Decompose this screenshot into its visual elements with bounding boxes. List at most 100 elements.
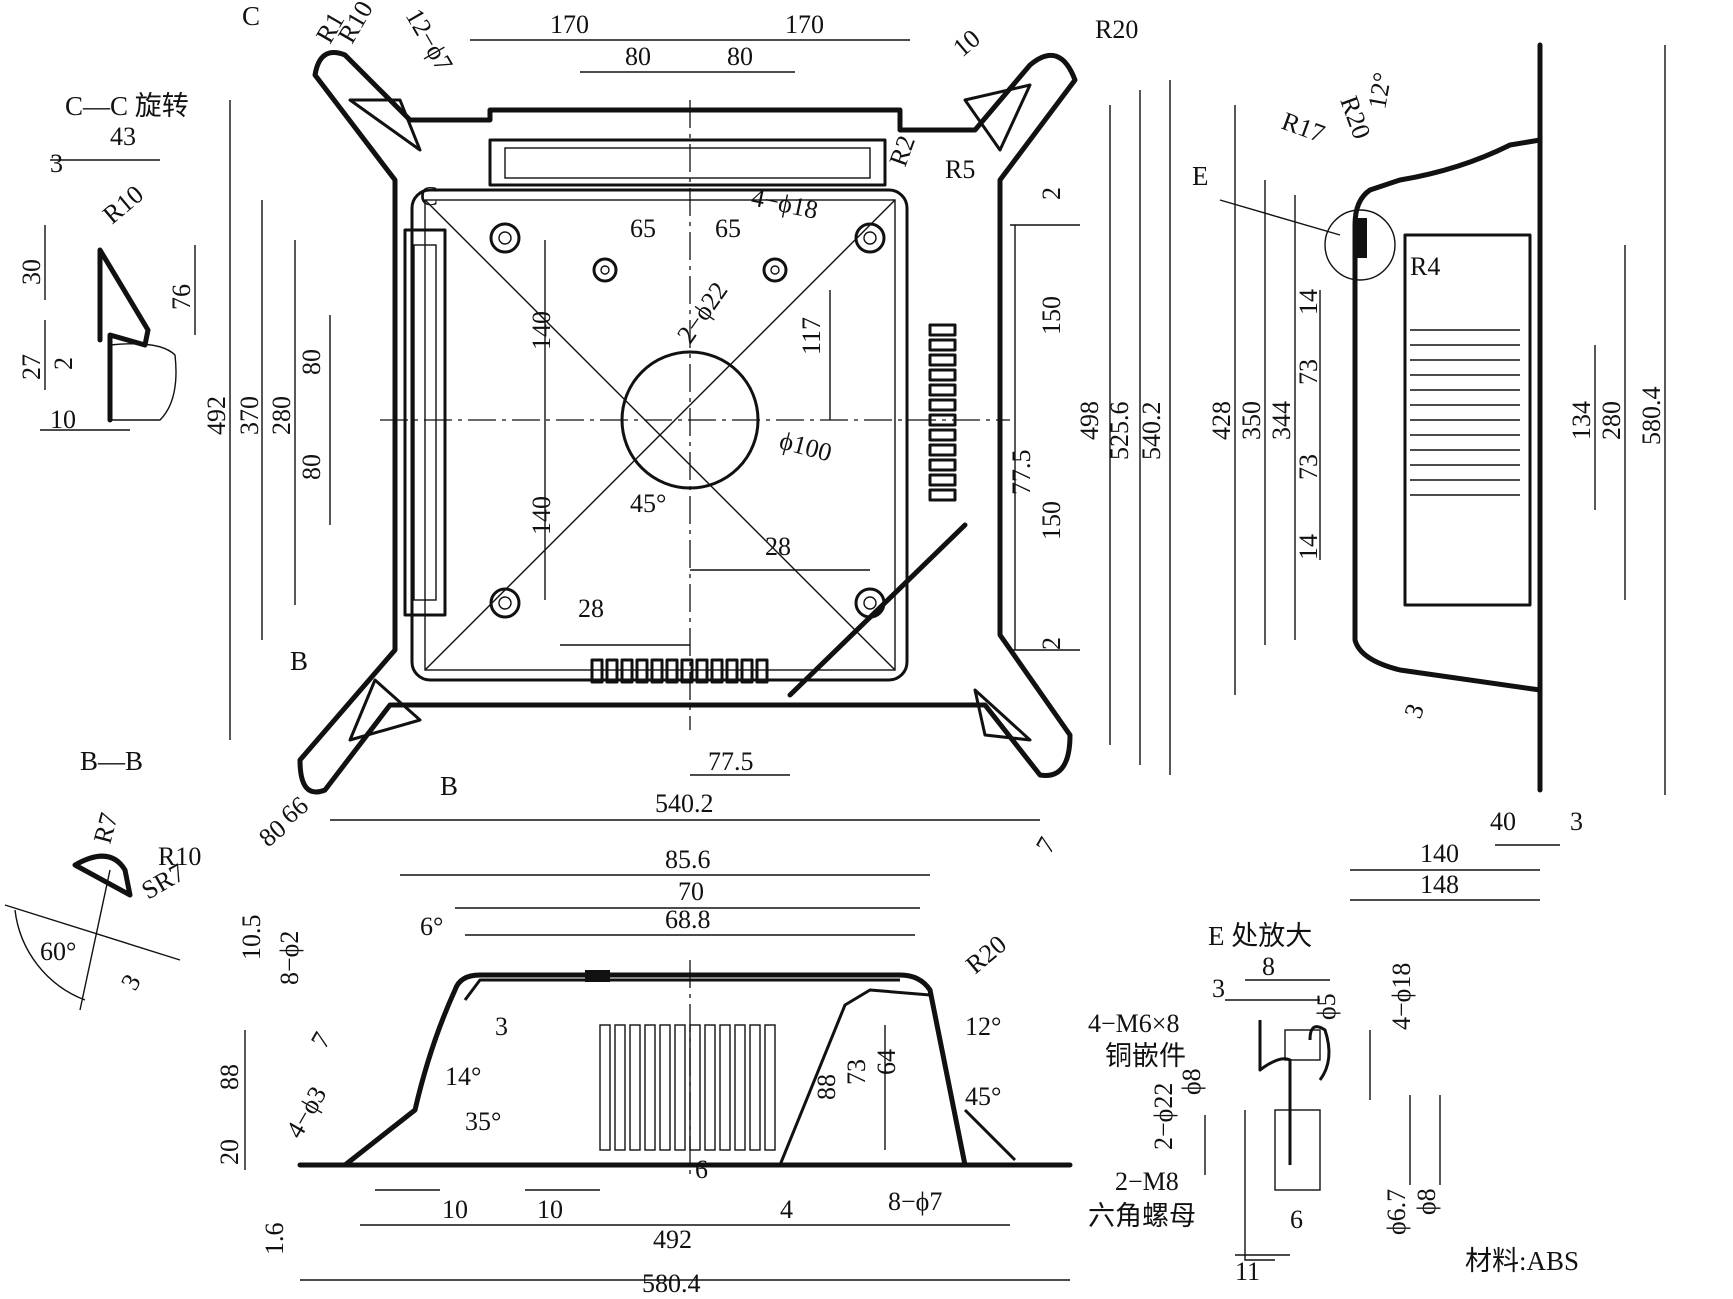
e-m8: 2−M8 (1115, 1167, 1179, 1196)
e-2-holes: 2−ϕ22 (1149, 1083, 1178, 1150)
side-3: 3 (1398, 700, 1430, 722)
front-14deg: 14° (445, 1062, 481, 1091)
cc-76: 76 (167, 284, 196, 310)
right-slots (928, 323, 957, 502)
e-m6: 4−M6×8 (1088, 1009, 1179, 1038)
dim-phi100: ϕ100 (776, 426, 834, 468)
dim-r5: R5 (945, 155, 975, 184)
cc-3: 3 (50, 149, 63, 178)
plan-view (229, 39, 1171, 821)
cc-10: 10 (50, 405, 76, 434)
side-r17: R17 (1278, 106, 1329, 148)
front-6deg: 6° (420, 912, 443, 941)
section-c-inner: C (420, 181, 438, 211)
bb-3: 3 (115, 969, 147, 995)
section-e-mark: E (1192, 161, 1209, 191)
side-fins (1410, 329, 1520, 496)
dim-45deg: 45° (630, 489, 666, 518)
dim-150a: 150 (1037, 296, 1066, 335)
bb-title: B—B (80, 746, 143, 776)
side-12deg: 12° (1362, 70, 1397, 111)
front-r20: R20 (960, 930, 1012, 980)
section-b-right: B (440, 771, 458, 801)
dim-170a: 170 (550, 10, 589, 39)
e-3: 3 (1212, 974, 1225, 1003)
bb-r10: R10 (158, 842, 201, 871)
bb-60deg: 60° (40, 937, 76, 966)
side-280: 280 (1597, 401, 1626, 440)
dim-80d: 80 (297, 454, 326, 480)
front-70: 70 (678, 877, 704, 906)
side-344: 344 (1267, 401, 1296, 440)
front-10a: 10 (442, 1195, 468, 1224)
side-350: 350 (1237, 401, 1266, 440)
front-88b: 88 (812, 1074, 841, 1100)
side-580: 580.4 (1637, 387, 1666, 446)
bb-r7: R7 (88, 810, 124, 847)
front-688: 68.8 (665, 905, 711, 934)
front-16: 1.6 (260, 1223, 289, 1256)
section-b-left: B (290, 646, 308, 676)
front-7: 7 (305, 1027, 337, 1053)
dim-65a: 65 (630, 214, 656, 243)
dim-540v: 540.2 (1137, 402, 1166, 461)
side-14b: 14 (1294, 534, 1323, 560)
dim-2-holes: 2−ϕ22 (671, 277, 733, 349)
dim-280: 280 (267, 396, 296, 435)
front-10b: 10 (537, 1195, 563, 1224)
dim-r20: R20 (1095, 15, 1138, 44)
cc-2: 2 (49, 357, 78, 370)
front-4-holes: 4−ϕ3 (280, 1081, 332, 1143)
material-note: 材料:ABS (1465, 1246, 1579, 1276)
dim-492: 492 (202, 396, 231, 435)
cc-title: C—C 旋转 (65, 91, 189, 121)
front-45deg: 45° (965, 1082, 1001, 1111)
cc-section: C—C 旋转 43 3 R10 30 76 27 2 10 (17, 91, 196, 434)
cc-27: 27 (17, 354, 46, 380)
dim-540h: 540.2 (655, 789, 714, 818)
front-20: 20 (215, 1139, 244, 1165)
front-105: 10.5 (237, 915, 266, 961)
side-134: 134 (1567, 401, 1596, 440)
front-64: 64 (872, 1049, 901, 1075)
dim-150b: 150 (1037, 501, 1066, 540)
front-view (244, 874, 1073, 1281)
e-detail-title: E 处放大 (1208, 921, 1312, 951)
bb-section: B—B R7 R10 SR7 60° 3 (4, 746, 201, 1011)
dim-80b: 80 (727, 42, 753, 71)
dim-80c: 80 (297, 349, 326, 375)
dim-498: 498 (1075, 401, 1104, 440)
dim-12-holes: 12−ϕ7 (400, 4, 459, 77)
e-detail: E 处放大 8 3 ϕ5 4−ϕ18 4−M6×8 铜嵌件 ϕ8 2−ϕ22 2… (1088, 921, 1441, 1286)
e-insert-label: 铜嵌件 (1105, 1041, 1186, 1071)
side-view (1219, 42, 1666, 901)
bottom-slots (590, 658, 769, 684)
side-148: 148 (1420, 870, 1459, 899)
cc-30: 30 (17, 259, 46, 285)
dim-170b: 170 (785, 10, 824, 39)
e-11: 11 (1235, 1257, 1260, 1286)
front-3: 3 (495, 1012, 508, 1041)
e-phi8a: ϕ8 (1177, 1068, 1206, 1095)
side-140: 140 (1420, 839, 1459, 868)
dim-140a: 140 (527, 311, 556, 350)
dim-r2: R2 (883, 132, 921, 170)
front-dimensions: 85.6 70 68.8 6° 10.5 8−ϕ2 R20 3 12° 88 4… (215, 845, 1012, 1298)
plan-dimensions: 170 170 80 80 R10 R1 12−ϕ7 R20 10 R2 R5 … (202, 0, 1166, 858)
front-4: 4 (780, 1195, 793, 1224)
side-428: 428 (1207, 401, 1236, 440)
front-6: 6 (695, 1155, 708, 1184)
e-4-holes: 4−ϕ18 (1387, 963, 1416, 1030)
dim-370: 370 (235, 396, 264, 435)
front-73: 73 (842, 1059, 871, 1085)
side-14a: 14 (1294, 289, 1323, 315)
side-3b: 3 (1570, 807, 1583, 836)
e-6: 6 (1290, 1205, 1303, 1234)
front-856: 85.6 (665, 845, 711, 874)
cc-r10: R10 (97, 180, 149, 230)
section-c-mark: C (242, 1, 260, 31)
side-73a: 73 (1294, 359, 1323, 385)
front-580: 580.4 (642, 1269, 701, 1298)
dim-65b: 65 (715, 214, 741, 243)
dim-28b: 28 (578, 594, 604, 623)
